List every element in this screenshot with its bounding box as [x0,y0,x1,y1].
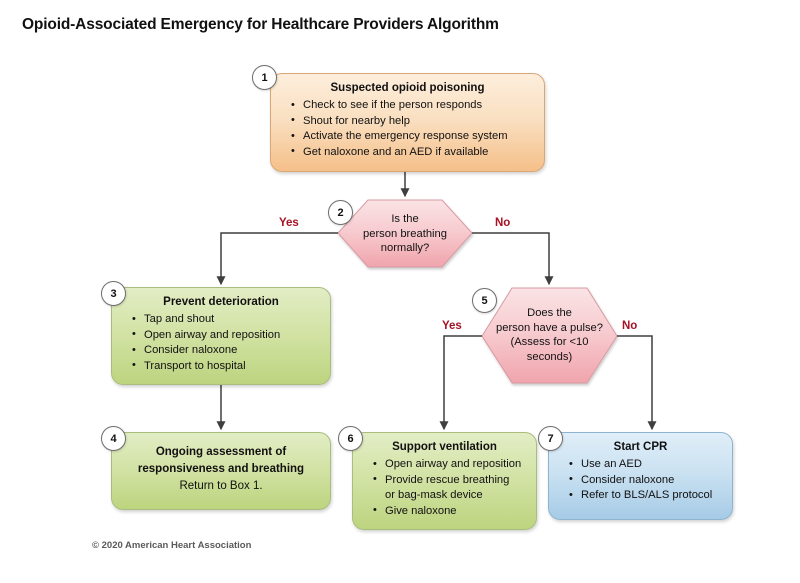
list-item-continuation: or bag-mask device [385,489,483,501]
list-item: Open airway and reposition [373,457,526,473]
branch-label-yes-2: Yes [279,217,299,229]
node-box-6[interactable]: Support ventilation Open airway and repo… [352,432,537,530]
list-item: Refer to BLS/ALS protocol [569,488,722,504]
node-box-7[interactable]: Start CPR Use an AED Consider naloxone R… [548,432,733,520]
branch-label-no-5: No [622,320,638,332]
node-7-list: Use an AED Consider naloxone Refer to BL… [559,457,722,504]
branch-label-no-2: No [495,217,511,229]
node-7-number: 7 [538,426,563,451]
page-title: Opioid-Associated Emergency for Healthca… [22,16,499,33]
node-3-title: Prevent deterioration [163,296,279,308]
list-item: Open airway and reposition [132,327,320,344]
node-1-list: Check to see if the person responds Shou… [281,98,534,160]
copyright: © 2020 American Heart Association [92,540,252,551]
list-item: Get naloxone and an AED if available [291,144,534,161]
node-5-number: 5 [472,288,497,313]
list-item: Consider naloxone [132,343,320,359]
list-item: Consider naloxone [569,472,722,489]
node-4-number: 4 [101,426,126,451]
decision-node-5 [481,287,618,384]
list-item: Tap and shout [132,312,320,328]
node-6-title: Support ventilation [392,441,497,453]
node-6-number: 6 [338,426,363,451]
list-item: Transport to hospital [132,358,320,375]
list-item: Check to see if the person responds [291,98,534,114]
node-7-title: Start CPR [613,441,668,453]
node-box-4[interactable]: Ongoing assessment of responsiveness and… [111,432,331,510]
node-1-number: 1 [252,65,277,90]
node-4-title-line2: responsiveness and breathing [137,463,305,475]
node-6-list: Open airway and reposition Provide rescu… [363,457,526,519]
decision-node-2 [337,199,473,268]
list-item: Provide rescue breathing [373,472,526,489]
branch-label-yes-5: Yes [442,320,462,332]
node-3-list: Tap and shout Open airway and reposition… [122,312,320,374]
node-box-3[interactable]: Prevent deterioration Tap and shout Open… [111,287,331,385]
list-item: Give naloxone [373,503,526,520]
list-item: Shout for nearby help [291,113,534,130]
list-item: Use an AED [569,457,722,473]
node-4-title-line1: Ongoing assessment of [155,446,287,458]
node-4-subtitle: Return to Box 1. [179,480,263,492]
node-1-title: Suspected opioid poisoning [330,82,485,94]
node-box-1[interactable]: Suspected opioid poisoning Check to see … [270,73,545,172]
list-item: Activate the emergency response system [291,129,534,145]
node-2-number: 2 [328,200,353,225]
node-3-number: 3 [101,281,126,306]
